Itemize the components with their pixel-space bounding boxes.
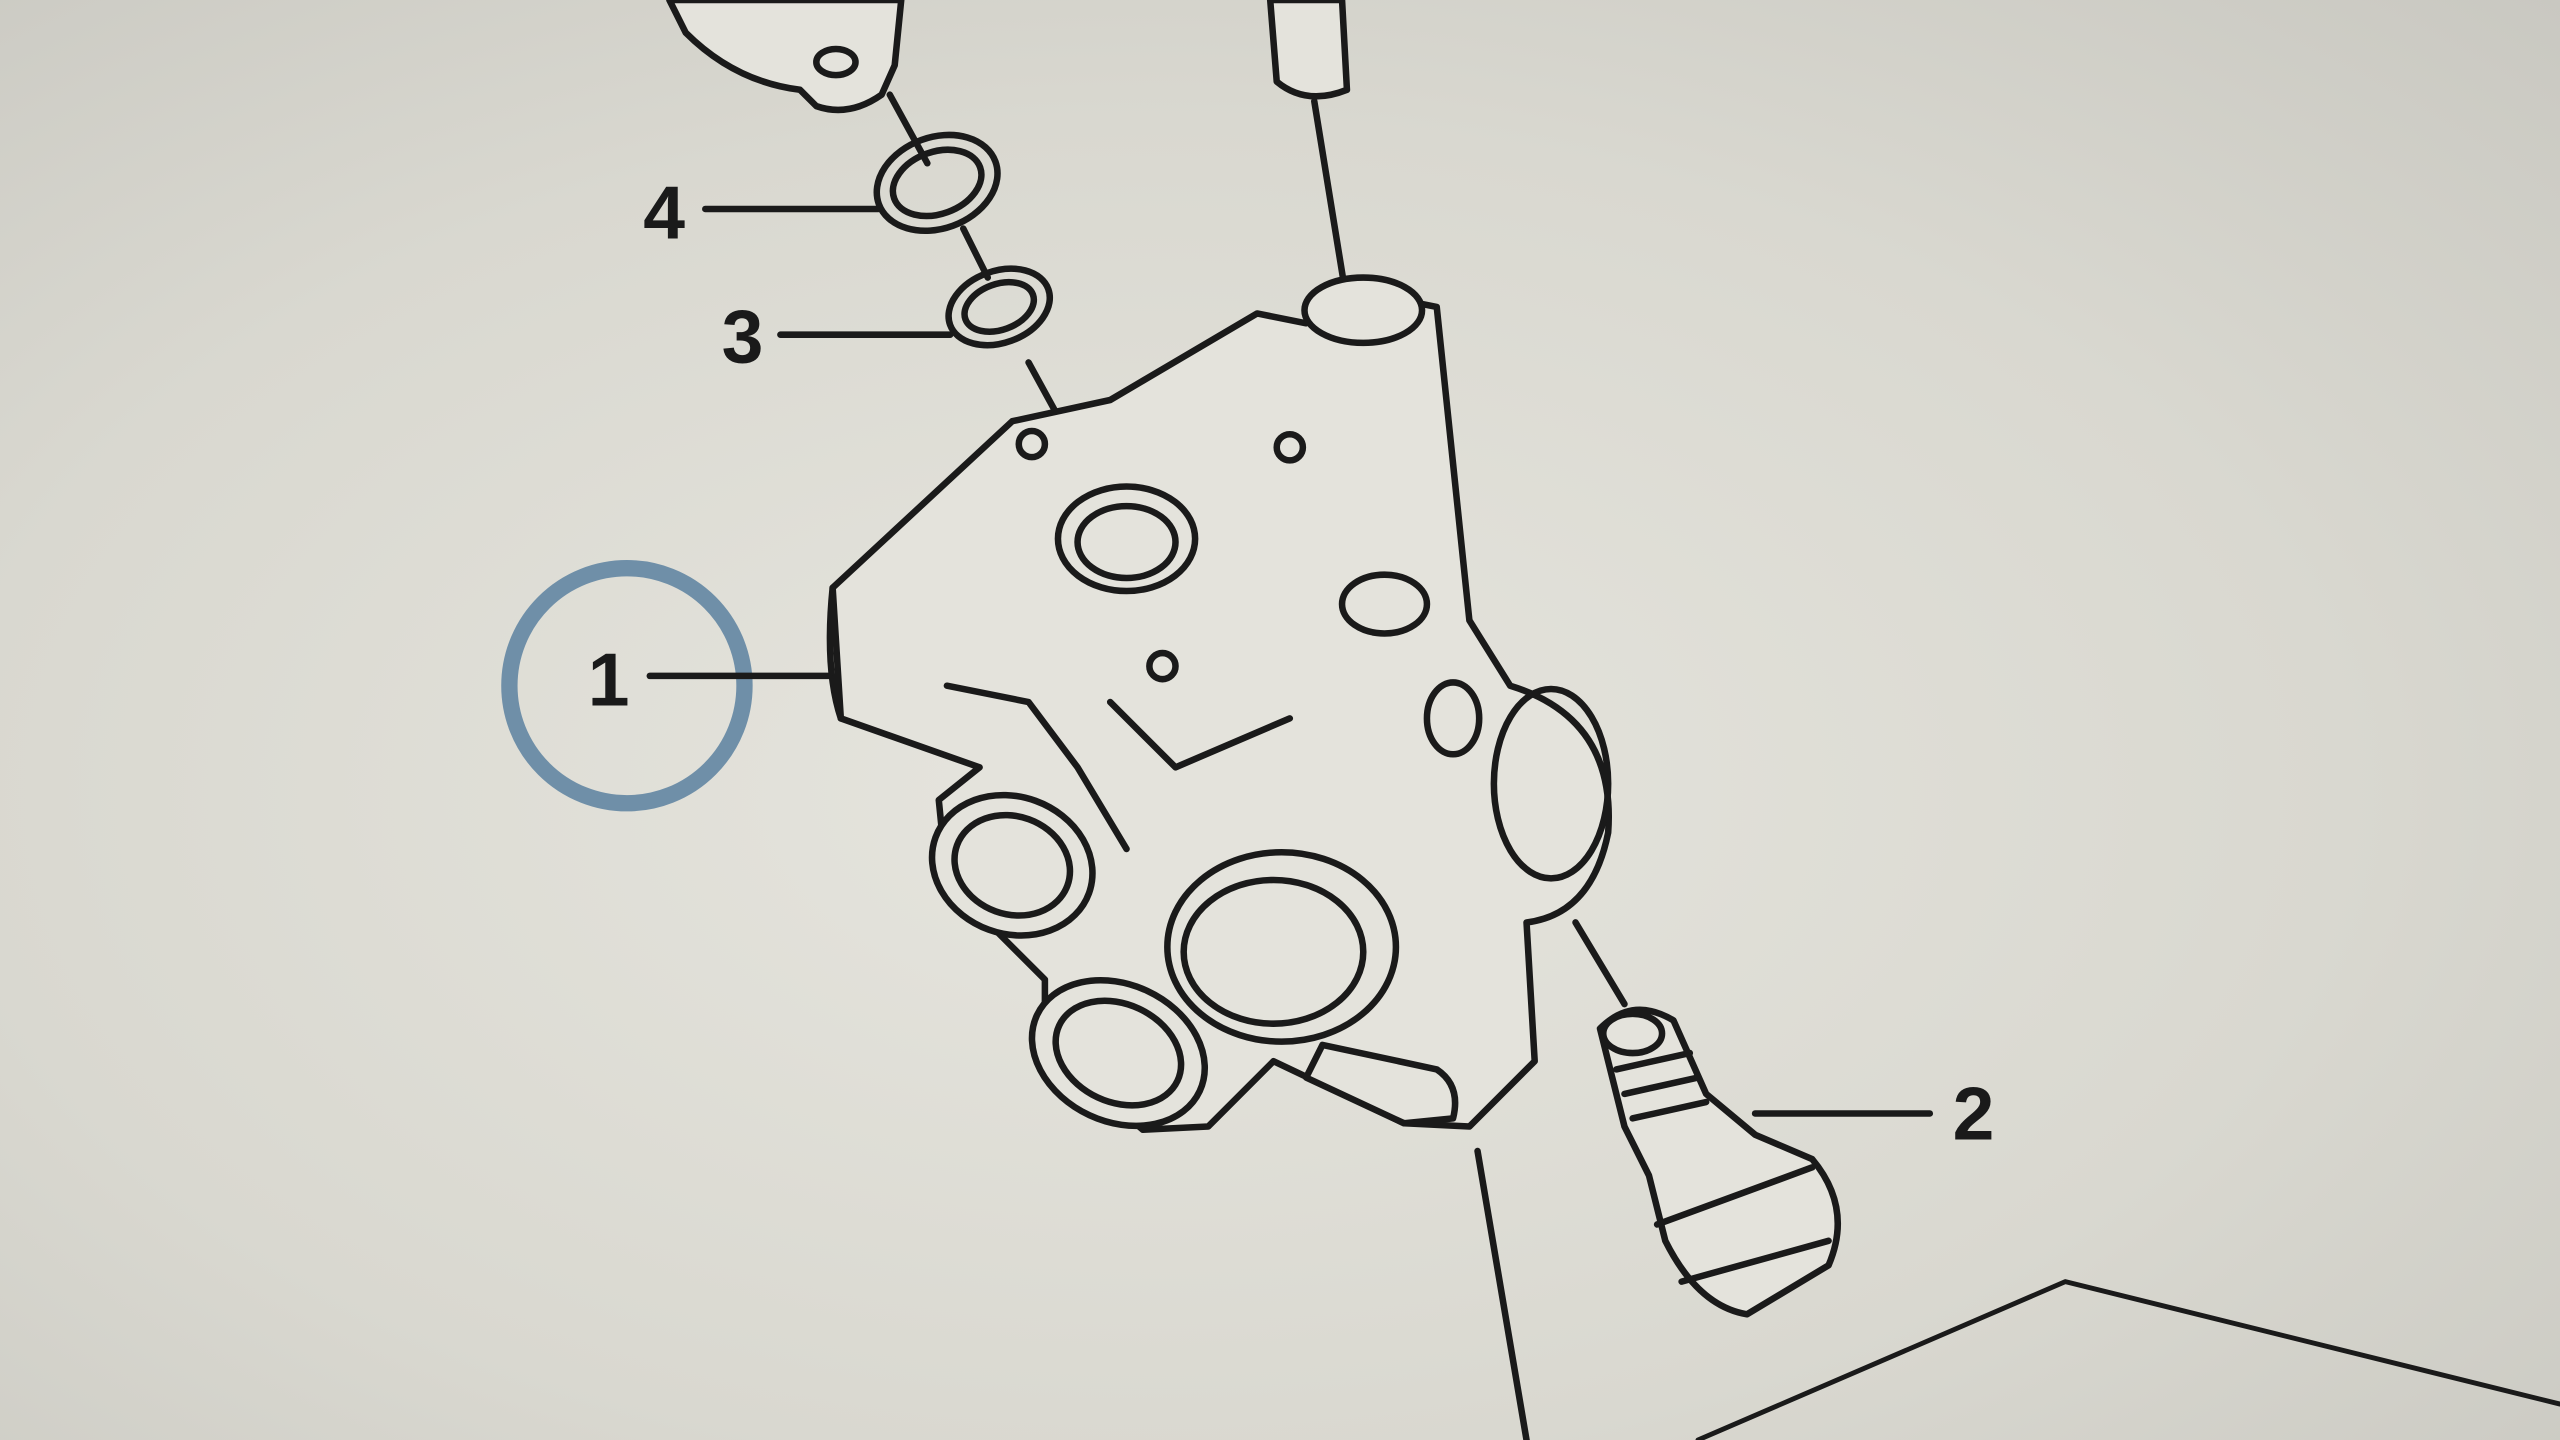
callout-label-1: 1	[588, 637, 630, 721]
valve-body	[826, 274, 1613, 1440]
highlight-circle	[501, 560, 753, 812]
callout-1[interactable]: 1	[501, 560, 833, 812]
callout-3[interactable]: 3	[722, 294, 954, 378]
top-fitting	[666, 0, 905, 114]
callout-label-4: 4	[643, 170, 685, 254]
seal-4	[873, 91, 1001, 235]
callout-4[interactable]: 4	[643, 170, 882, 254]
adjacent-part-outline	[1695, 1279, 2560, 1440]
callout-label-2: 2	[1953, 1072, 1995, 1156]
cartridge-2	[1572, 919, 1842, 1318]
callout-label-3: 3	[722, 294, 764, 378]
callout-2[interactable]: 2	[1751, 1072, 1995, 1156]
